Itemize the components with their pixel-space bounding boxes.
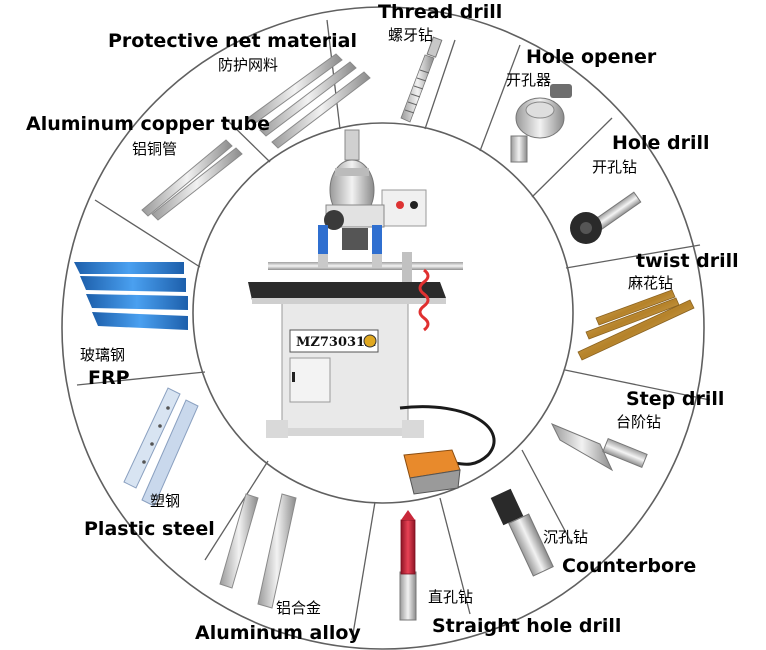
- label-hole-opener-cn: 开孔器: [506, 71, 552, 89]
- frp-image: [74, 262, 188, 330]
- label-counterbore: Counterbore: [562, 555, 697, 577]
- model-nameplate: [289, 329, 379, 353]
- hole-drill-image: [570, 191, 642, 244]
- label-aluminum-alloy-cn: 铝合金: [276, 599, 322, 617]
- label-thread-drill: Thread drill: [378, 1, 503, 23]
- counterbore-image: [490, 488, 554, 577]
- label-hole-opener: Hole opener: [526, 46, 657, 68]
- hole-opener-image: [510, 84, 572, 163]
- hinge-drilling-machine: MZ73031A: [248, 129, 496, 495]
- label-twist-drill: twist drill: [636, 250, 739, 272]
- label-straight-hole-drill: Straight hole drill: [432, 615, 622, 637]
- twist-drill-image: [577, 289, 695, 361]
- label-aluminum-alloy: Aluminum alloy: [195, 622, 361, 644]
- label-step-drill: Step drill: [626, 388, 725, 410]
- label-aluminum-copper-tube: Aluminum copper tube: [26, 113, 271, 135]
- segment-dividers: [76, 19, 711, 641]
- label-counterbore-cn: 沉孔钻: [543, 528, 589, 546]
- plastic-steel-image: [123, 387, 199, 507]
- label-twist-drill-cn: 麻花钻: [628, 274, 674, 292]
- label-protective-net-material-cn: 防护网料: [218, 56, 279, 74]
- straight-hole-drill-image: [399, 510, 417, 621]
- protective-net-material-image: [247, 53, 371, 149]
- label-plastic-steel: Plastic steel: [84, 518, 215, 540]
- label-straight-hole-drill-cn: 直孔钻: [428, 588, 474, 606]
- label-protective-net-material: Protective net material: [108, 30, 357, 52]
- aluminum-alloy-image: [219, 493, 297, 609]
- model-label: MZ73031A: [296, 335, 376, 350]
- outer-ring: [61, 6, 705, 650]
- thread-drill-image: [400, 36, 443, 123]
- aluminum-copper-tube-image: [141, 139, 243, 221]
- label-plastic-steel-cn: 塑钢: [150, 492, 181, 510]
- label-frp-cn: 玻璃钢: [80, 346, 126, 364]
- label-step-drill-cn: 台阶钻: [616, 413, 662, 431]
- label-hole-drill-cn: 开孔钻: [592, 158, 638, 176]
- label-frp: FRP: [88, 367, 130, 389]
- label-aluminum-copper-tube-cn: 铝铜管: [132, 140, 178, 158]
- label-hole-drill: Hole drill: [612, 132, 710, 154]
- label-thread-drill-cn: 螺牙钻: [388, 26, 434, 44]
- step-drill-image: [550, 423, 648, 472]
